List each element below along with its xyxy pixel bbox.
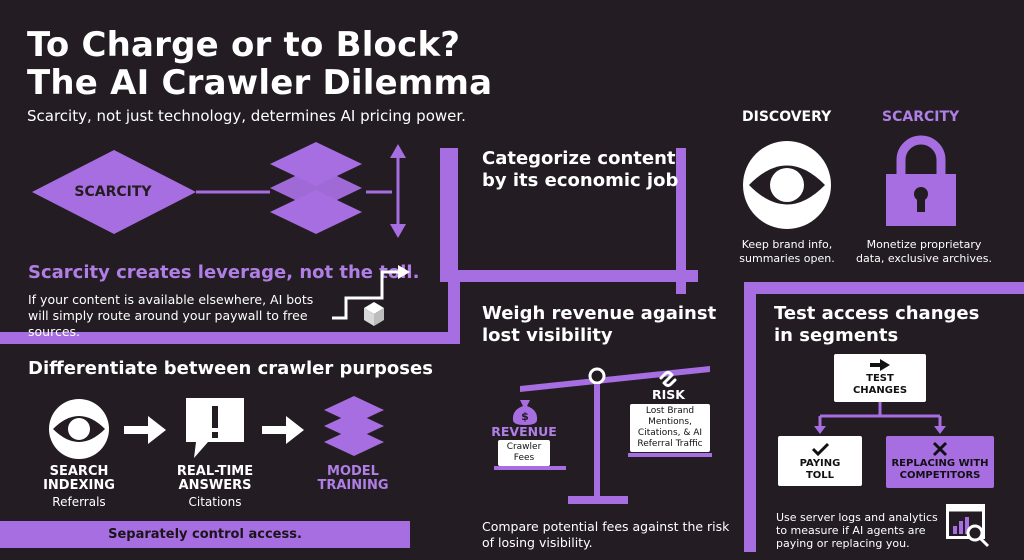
risk-box-line-3: Citations, & AI [637, 428, 703, 438]
revenue-box-line-2: Fees [513, 453, 535, 463]
risk-label: RISK [652, 387, 685, 402]
title-line-2: The AI Crawler Dilemma [27, 63, 493, 103]
replacing-box: REPLACING WITH COMPETITORS [886, 436, 994, 488]
risk-box-line-1: Lost Brand [645, 406, 695, 416]
scale-pole [594, 384, 600, 496]
box-icon [364, 302, 384, 326]
model-training-label-1: MODEL [327, 464, 379, 479]
test-changes-line-1: TEST [866, 373, 894, 384]
paying-toll-line-2: TOLL [805, 470, 835, 481]
money-bag-icon: $ [512, 400, 538, 425]
paying-toll-line-1: PAYING [799, 458, 841, 469]
scarcity-title: SCARCITY [882, 109, 960, 125]
search-eye-icon [49, 399, 109, 459]
balance-scale [494, 366, 712, 504]
eye-icon [743, 141, 831, 229]
title-line-1: To Charge or to Block? [27, 25, 461, 65]
test-flow-connectors [814, 402, 946, 434]
analytics-search-icon [946, 504, 990, 548]
check-icon [811, 442, 830, 457]
separately-control-bar: Separately control access. [0, 521, 410, 548]
x-icon [932, 441, 948, 457]
scale-pivot [588, 367, 606, 385]
scarcity-desc-1: Monetize proprietary [866, 238, 982, 251]
lock-icon [886, 135, 956, 226]
test-heading-2: in segments [774, 325, 899, 346]
scale-beam [520, 366, 710, 392]
broken-link-icon [659, 371, 677, 387]
training-layers-icon [324, 396, 384, 456]
arrow-right-icon [262, 416, 304, 444]
scarcity-desc-2: data, exclusive archives. [856, 252, 992, 265]
discovery-desc-2: summaries open. [739, 252, 835, 265]
risk-box-line-4: Referral Traffic [637, 439, 703, 449]
weigh-heading-2: lost visibility [482, 325, 613, 346]
weigh-body-1: Compare potential fees against the risk [482, 519, 730, 534]
svg-text:$: $ [521, 410, 529, 423]
revenue-box: Crawler Fees [498, 440, 550, 466]
test-heading-1: Test access changes [774, 303, 980, 324]
test-body-1: Use server logs and analytics [776, 511, 938, 524]
discovery-title: DISCOVERY [742, 109, 832, 125]
route-around-icon [332, 265, 410, 326]
replacing-line-1: REPLACING WITH [891, 458, 989, 469]
realtime-answers-label-2: ANSWERS [178, 478, 252, 493]
arrow-right-icon [124, 416, 166, 444]
scarcity-diamond [32, 150, 196, 234]
categorize-heading-1: Categorize content [482, 148, 676, 169]
alert-bubble-icon [186, 398, 244, 458]
scarcity-body: If your content is available elsewhere, … [28, 292, 314, 339]
search-indexing-sub: Referrals [52, 495, 106, 509]
realtime-answers-sub: Citations [188, 495, 242, 509]
search-indexing-label-2: INDEXING [43, 478, 115, 493]
scarcity-heading: Scarcity creates leverage, not the toll. [28, 262, 420, 283]
test-changes-line-2: CHANGES [852, 385, 908, 396]
weigh-heading-1: Weigh revenue against [482, 303, 717, 324]
arrow-right-icon [870, 359, 890, 371]
layers-icon [270, 142, 362, 234]
test-changes-box: TEST CHANGES [834, 354, 926, 402]
categorize-heading-2: by its economic job [482, 170, 679, 191]
crawler-purposes-heading: Differentiate between crawler purposes [28, 358, 433, 379]
model-training-label-2: TRAINING [317, 478, 389, 493]
right-pan [628, 453, 712, 457]
paying-toll-box: PAYING TOLL [778, 436, 862, 486]
risk-box-line-2: Mentions, [648, 417, 692, 427]
scarcity-diagram [32, 142, 406, 238]
left-pan [494, 466, 566, 470]
revenue-box-line-1: Crawler [506, 442, 542, 452]
scarcity-diamond-label: SCARCITY [74, 184, 152, 200]
realtime-answers-label-1: REAL-TIME [176, 464, 254, 479]
revenue-label: REVENUE [491, 424, 557, 439]
test-body-2: to measure if AI agents are [776, 524, 926, 537]
weigh-body-2: of losing visibility. [482, 535, 593, 550]
risk-box: Lost Brand Mentions, Citations, & AI Ref… [630, 404, 710, 452]
discovery-desc-1: Keep brand info, [741, 238, 833, 251]
subtitle: Scarcity, not just technology, determine… [27, 107, 466, 125]
search-indexing-label-1: SEARCH [49, 464, 109, 479]
replacing-line-2: COMPETITORS [899, 470, 981, 481]
scale-base [568, 496, 628, 504]
double-arrow-icon [390, 144, 406, 238]
test-body-3: paying or replacing you. [776, 537, 910, 550]
